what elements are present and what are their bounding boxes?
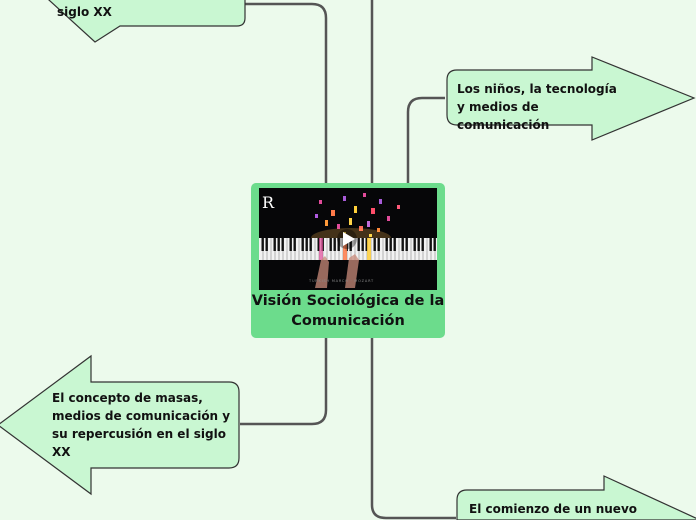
play-icon[interactable] <box>337 229 357 249</box>
topic-label-right-lower: El comienzo de un nuevo <box>469 500 669 518</box>
topic-label-top-left: siglo XX <box>57 3 207 21</box>
connector-left-lower <box>240 338 326 424</box>
channel-logo-R: R <box>262 193 275 212</box>
central-topic-title: Visión Sociológica de la Comunicación <box>251 291 445 331</box>
video-caption: TURKISH MARCH · MOZART <box>308 279 374 283</box>
video-thumbnail[interactable]: R TURKISH MARCH · MOZART <box>259 188 437 290</box>
connector-right-lower <box>372 338 456 518</box>
topic-label-right-upper: Los niños, la tecnología y medios de com… <box>457 80 627 134</box>
connector-right-upper <box>408 98 445 185</box>
connector-top-left <box>245 4 326 185</box>
topic-label-left-lower: El concepto de masas, medios de comunica… <box>52 389 232 461</box>
piano-video-graphic: R TURKISH MARCH · MOZART <box>259 188 437 290</box>
